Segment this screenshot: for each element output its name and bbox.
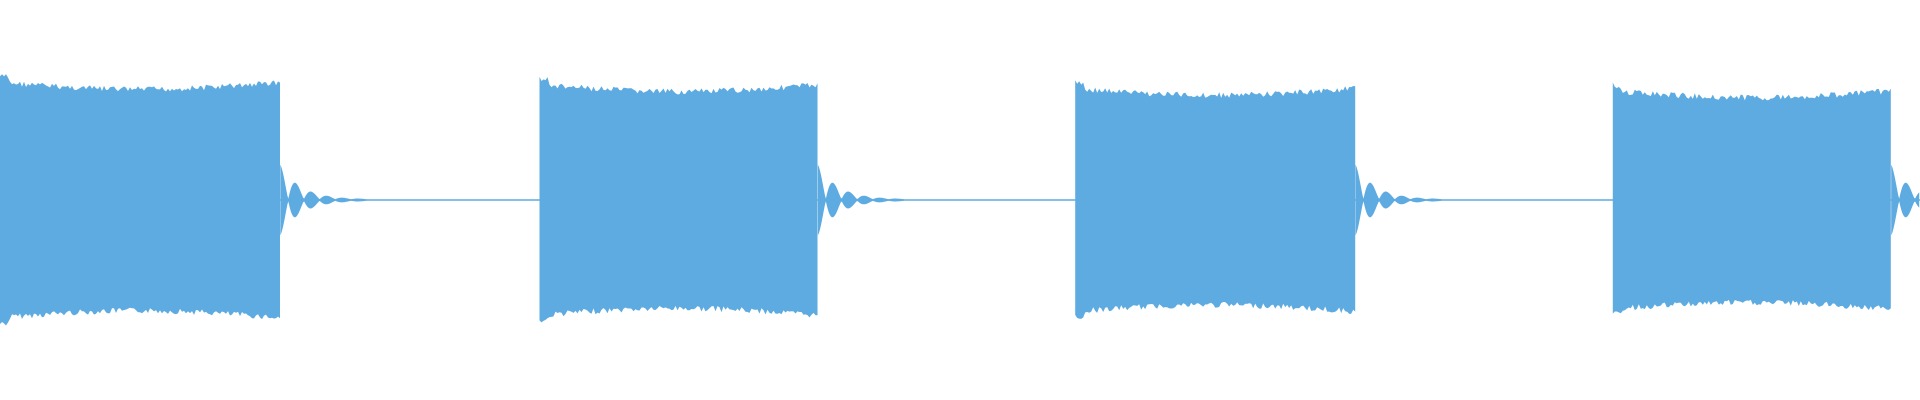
burst-2-tail <box>817 164 904 236</box>
burst-3-tail <box>1355 164 1442 236</box>
burst-4 <box>1612 82 1891 314</box>
waveform-bursts <box>0 74 1920 326</box>
burst-1 <box>0 74 280 326</box>
burst-2 <box>539 76 818 323</box>
burst-1-tail <box>280 164 367 236</box>
burst-3 <box>1075 80 1356 319</box>
burst-4-tail <box>1891 164 1920 236</box>
